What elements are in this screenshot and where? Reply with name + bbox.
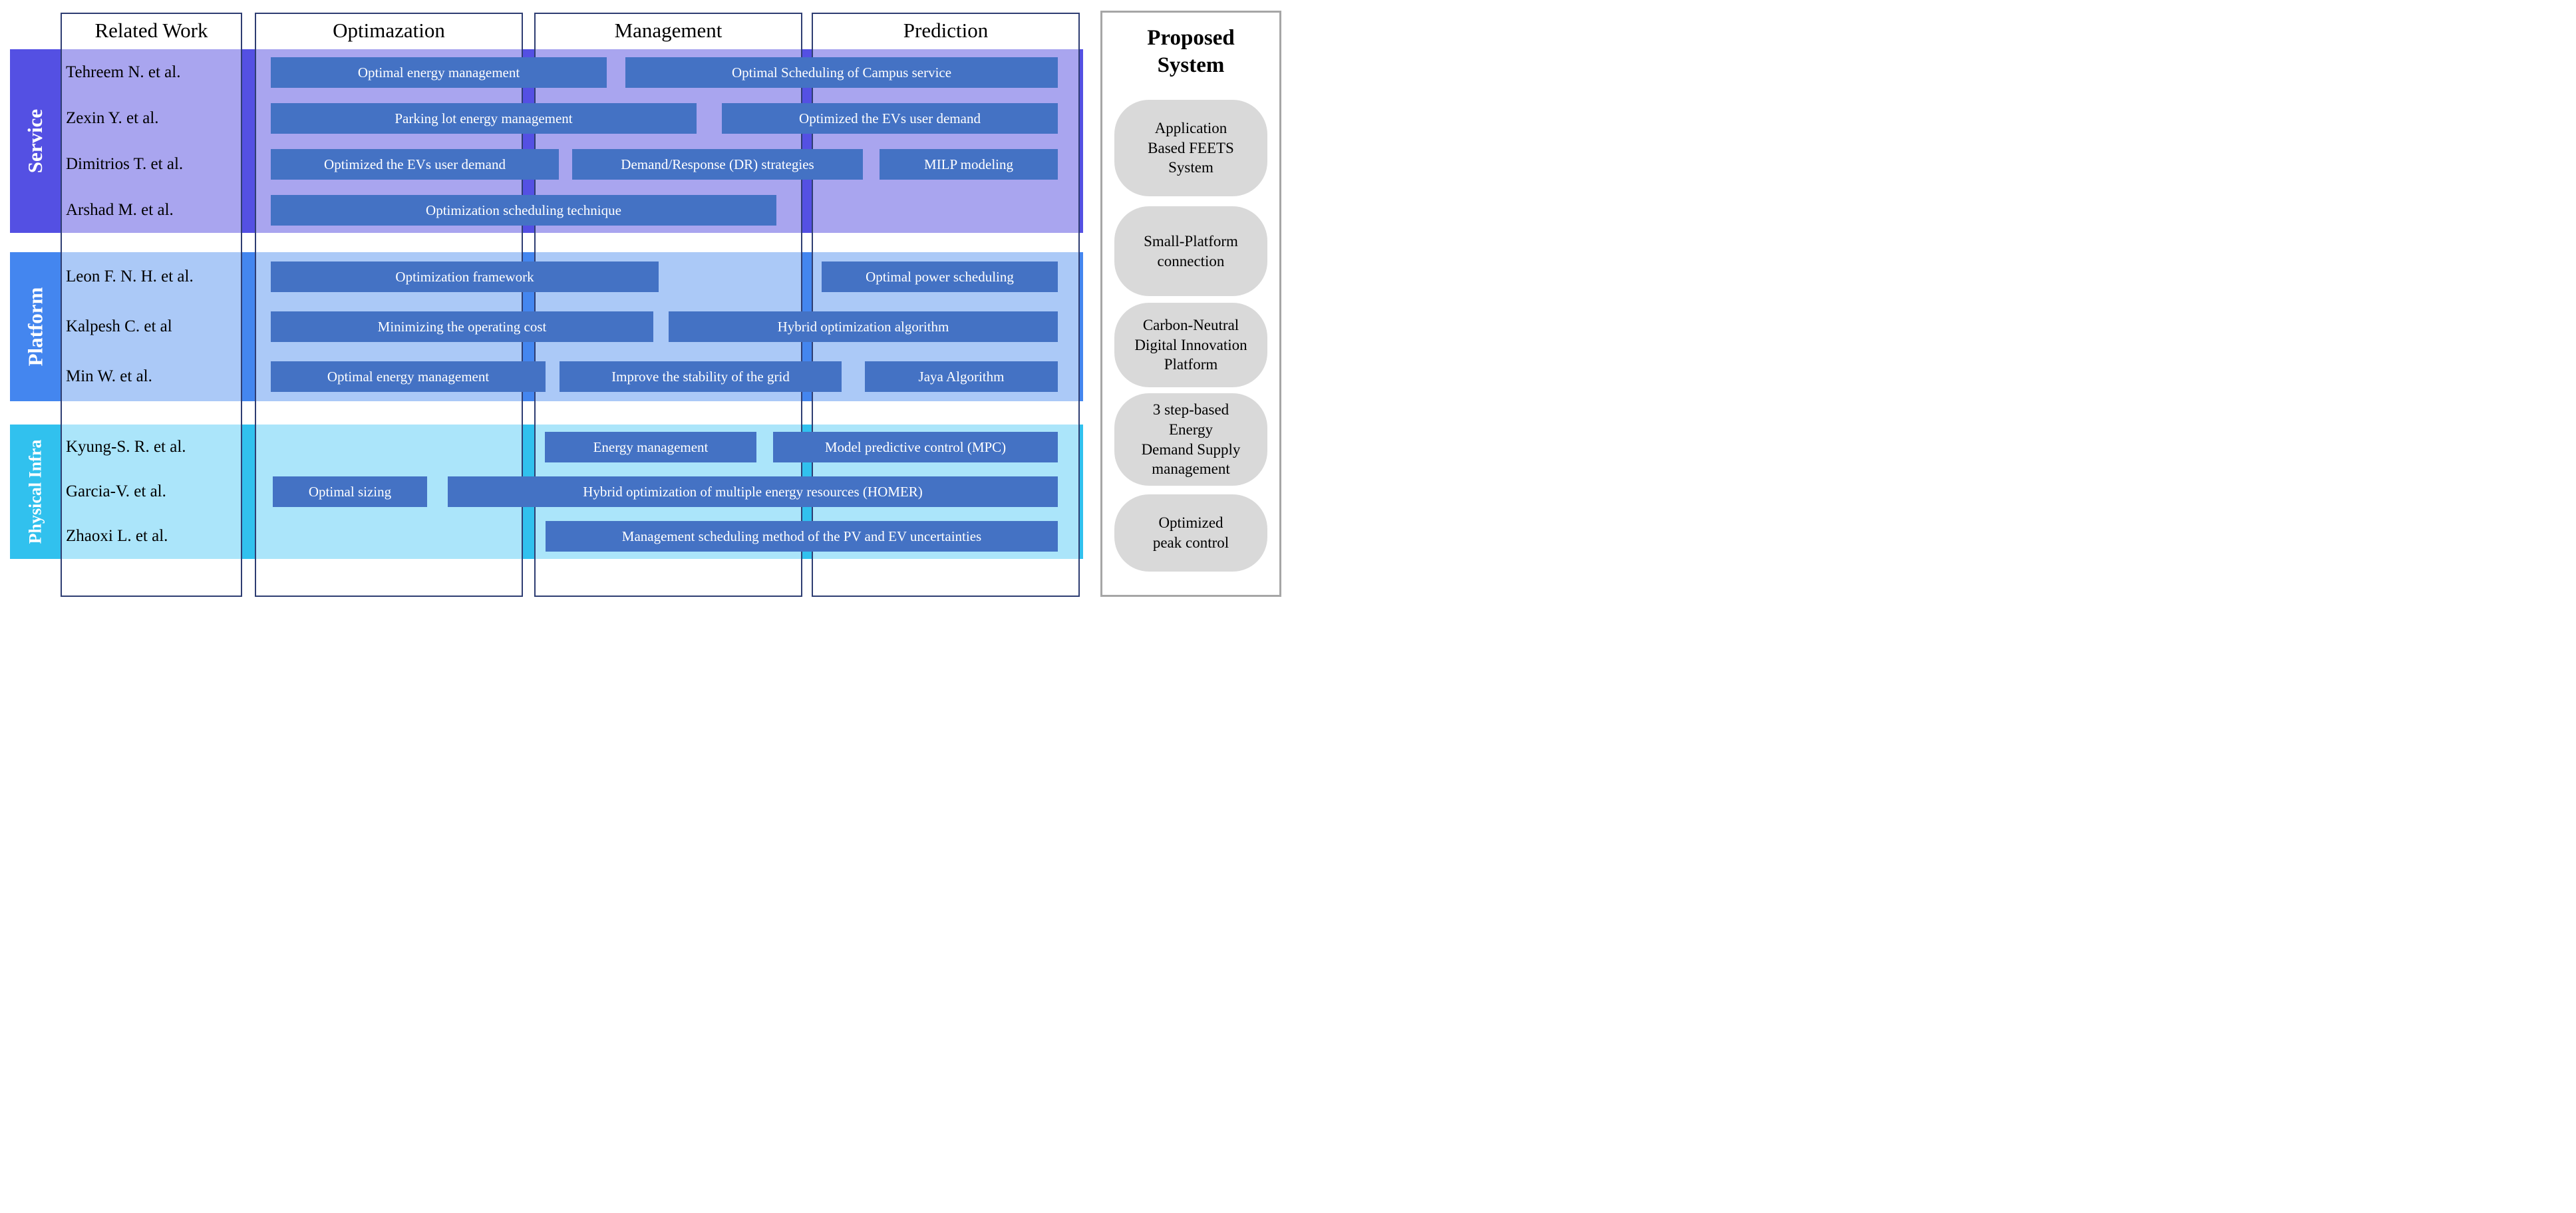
proposed-system-title: Proposed System — [1147, 26, 1235, 78]
work-bar: Optimized the EVs user demand — [722, 103, 1058, 134]
work-bar: Optimal energy management — [271, 361, 546, 392]
group-strip-platform: Platform — [10, 252, 61, 401]
work-bar: Minimizing the operating cost — [271, 311, 653, 342]
author-label: Kalpesh C. et al — [66, 317, 172, 335]
group-label-service: Service — [23, 108, 47, 174]
work-bar: Jaya Algorithm — [865, 361, 1058, 392]
work-bar: Optimization framework — [271, 261, 659, 292]
work-bar: Parking lot energy management — [271, 103, 697, 134]
proposed-bubble: Optimized peak control — [1114, 494, 1267, 572]
group-strip-service: Service — [10, 49, 61, 233]
proposed-bubble: 3 step-based Energy Demand Supply manage… — [1114, 393, 1267, 486]
author-label: Dimitrios T. et al. — [66, 155, 184, 173]
proposed-system-panel: Proposed System Application Based FEETS … — [1100, 11, 1281, 597]
work-bar: Hybrid optimization of multiple energy r… — [448, 476, 1058, 507]
work-bar: Optimal sizing — [273, 476, 427, 507]
column-header-management: Management — [614, 19, 723, 42]
column-header-related-work: Related Work — [94, 19, 208, 42]
column-header-prediction: Prediction — [903, 19, 989, 42]
author-label: Arshad M. et al. — [66, 201, 174, 219]
author-label: Tehreem N. et al. — [66, 63, 181, 81]
work-bar: Hybrid optimization algorithm — [669, 311, 1058, 342]
column-header-optimization: Optimazation — [333, 19, 445, 42]
work-bar: Improve the stability of the grid — [560, 361, 842, 392]
work-bar: Management scheduling method of the PV a… — [546, 521, 1058, 552]
author-label: Zhaoxi L. et al. — [66, 527, 168, 545]
author-label: Zexin Y. et al. — [66, 109, 159, 127]
group-label-platform: Platform — [23, 287, 47, 367]
work-bar: MILP modeling — [880, 149, 1058, 180]
proposed-bubble: Small-Platform connection — [1114, 206, 1267, 296]
figure-canvas: Related Work Optimazation Management Predic… — [0, 0, 1288, 607]
author-label: Leon F. N. H. et al. — [66, 267, 194, 285]
author-label: Kyung-S. R. et al. — [66, 438, 186, 456]
work-bar: Demand/Response (DR) strategies — [572, 149, 863, 180]
tint-physical-infra-col0 — [62, 425, 241, 559]
author-label: Min W. et al. — [66, 367, 152, 385]
proposed-bubble: Application Based FEETS System — [1114, 100, 1267, 196]
group-strip-physical-infra: Physical Infra — [10, 425, 61, 559]
work-bar: Energy management — [545, 432, 756, 462]
work-bar: Optimal power scheduling — [822, 261, 1058, 292]
work-bar: Optimization scheduling technique — [271, 195, 776, 226]
author-label: Garcia-V. et al. — [66, 482, 166, 500]
tint-platform-col0 — [62, 252, 241, 401]
proposed-bubble: Carbon-Neutral Digital Innovation Platfo… — [1114, 303, 1267, 387]
work-bar: Optimized the EVs user demand — [271, 149, 559, 180]
work-bar: Model predictive control (MPC) — [773, 432, 1058, 462]
work-bar: Optimal Scheduling of Campus service — [625, 57, 1058, 88]
tint-service-col0 — [62, 49, 241, 233]
group-label-physical-infra: Physical Infra — [25, 439, 45, 544]
work-bar: Optimal energy management — [271, 57, 607, 88]
